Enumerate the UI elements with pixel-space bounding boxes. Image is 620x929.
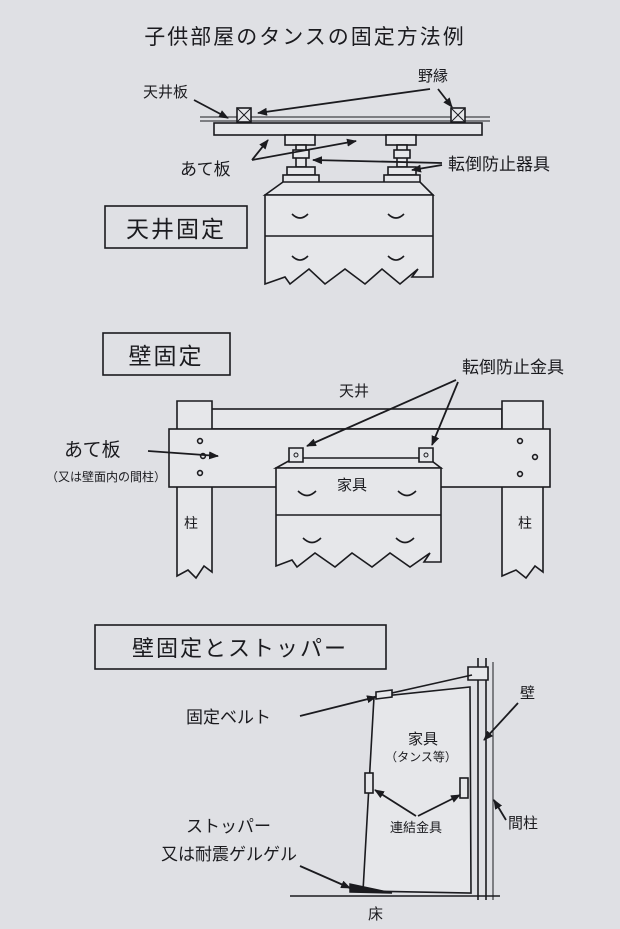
pillar-left (176, 400, 213, 580)
pillar-right (501, 400, 544, 580)
page-title: 子供部屋のタンスの固定方法例 (144, 25, 466, 49)
tilted-furniture (362, 686, 472, 894)
label-belt: 固定ベルト (186, 708, 271, 728)
arrow-connector-left (374, 789, 417, 817)
label-pillar-right: 柱 (518, 516, 532, 532)
arrow-wall (483, 702, 519, 741)
arrow-anti-tip-metal-left (306, 379, 457, 447)
connector-right (459, 777, 469, 799)
backing-board-top (213, 122, 483, 136)
arrow-backing-board-1 (251, 139, 269, 161)
drawer-handle (397, 490, 417, 497)
arrow-joist-left (257, 88, 431, 116)
drawer-handle (387, 255, 405, 261)
heading-box-wall (102, 332, 231, 376)
arrow-anti-tip-metal-right (431, 381, 459, 446)
label-anti-tip-device: 転倒防止器具 (448, 155, 550, 175)
belt-buckle (375, 689, 393, 700)
heading-box-ceiling (104, 205, 248, 249)
heading-wall-fix: 壁固定 (129, 344, 204, 370)
label-floor: 床 (368, 905, 383, 923)
heading-box-stopper (94, 624, 387, 670)
connector-left (364, 772, 374, 794)
arrow-backing-board-wall (147, 450, 219, 460)
label-furniture-note: （タンス等） (385, 750, 457, 764)
wall-bracket (467, 666, 489, 681)
label-stud: 間柱 (508, 814, 538, 832)
label-wall: 壁 (520, 684, 535, 702)
arrow-stopper (299, 865, 351, 889)
label-pillar-left: 柱 (184, 516, 198, 532)
wall-fix-diagram: 壁固定 天井 家具 転倒防止 (46, 332, 564, 580)
anti-tip-device-right (383, 134, 421, 186)
heading-wall-stopper: 壁固定とストッパー (132, 637, 348, 662)
label-furniture-stopper: 家具 (408, 730, 438, 748)
arrow-backing-board-2 (251, 138, 357, 161)
label-joist: 野縁 (418, 67, 448, 85)
heading-ceiling-fix: 天井固定 (126, 217, 226, 243)
drawer-handle (387, 213, 405, 219)
arrow-stud (493, 799, 507, 821)
joist-left (236, 107, 252, 123)
arrow-anti-tip-right (411, 164, 443, 173)
joist-right (450, 107, 466, 123)
arrow-belt (299, 695, 377, 717)
drawer-handle (291, 255, 309, 261)
drawer-handle (395, 537, 415, 544)
label-ceiling-board: 天井板 (143, 83, 188, 101)
label-stopper-line1: ストッパー (186, 817, 271, 837)
drawer-handle (291, 213, 309, 219)
anti-tip-bracket-left (288, 447, 304, 463)
anti-tip-bracket-right (418, 447, 434, 463)
drawer-handle (302, 537, 322, 544)
label-backing-board-wall: あて板 (64, 439, 121, 461)
label-backing-board: あて板 (180, 160, 231, 180)
arrow-anti-tip-left (312, 156, 443, 165)
label-backing-note: （又は壁面内の間柱） (46, 469, 166, 484)
chest-body (264, 194, 434, 286)
chest-top (262, 181, 435, 196)
ceiling-fix-diagram: 天井板 野縁 あて板 転倒防止器具 天井固定 (104, 67, 550, 286)
drawer-handle (297, 490, 317, 497)
label-connector: 連結金具 (390, 820, 442, 836)
label-ceiling: 天井 (339, 382, 369, 400)
arrow-connector-right (417, 794, 461, 817)
arrow-ceiling-board (193, 99, 229, 119)
label-anti-tip-metal: 転倒防止金具 (462, 358, 564, 378)
ceiling-beam (209, 408, 503, 430)
label-stopper-line2: 又は耐震ゲルゲル (161, 845, 297, 865)
label-furniture-wall: 家具 (337, 476, 367, 494)
arrow-joist-right (437, 88, 453, 108)
wall-stopper-diagram: 壁固定とストッパー 固定ベルト 壁 家具 （タンス等） 連結金具 間柱 ストッパ… (94, 624, 538, 923)
